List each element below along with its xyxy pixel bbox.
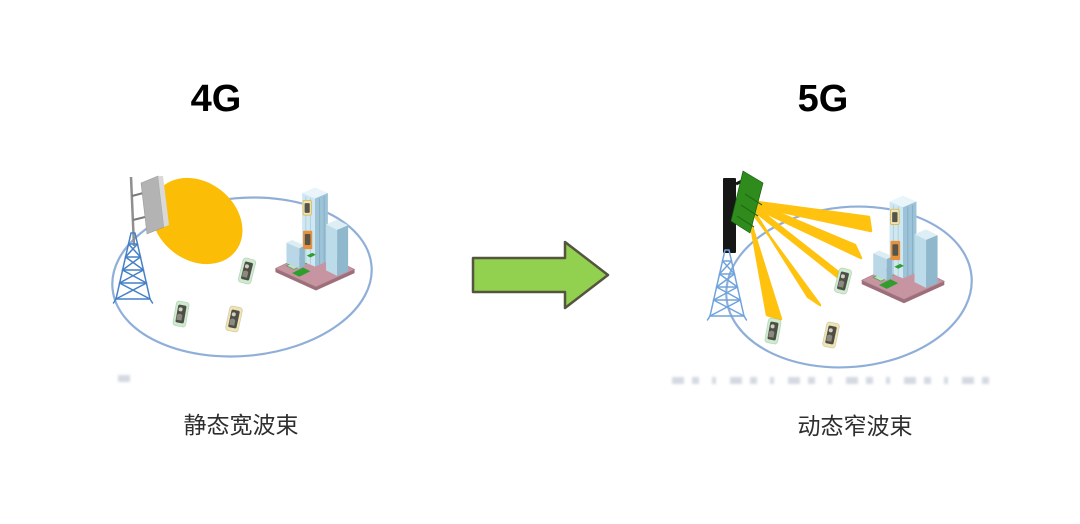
narrow-beams	[743, 199, 873, 321]
cell-tower-icon	[112, 232, 154, 304]
phone-icon	[224, 304, 244, 334]
phone-icon	[763, 317, 783, 345]
right-caption: 动态窄波束	[797, 413, 913, 439]
phone-icon	[237, 256, 257, 286]
building-icon	[274, 187, 356, 292]
5g-base-station	[706, 170, 764, 321]
antenna-panel-edge	[158, 176, 169, 227]
faint-watermark-artifact	[672, 377, 1000, 384]
building-icon	[861, 195, 945, 304]
right-panel-title: 5G	[797, 78, 849, 120]
faint-watermark-artifact	[118, 375, 134, 382]
5g-diagram	[706, 170, 973, 369]
coverage-ellipse	[725, 205, 973, 369]
right-arrow-icon	[471, 240, 610, 310]
left-caption: 静态宽波束	[183, 412, 299, 438]
left-panel-title: 4G	[190, 78, 242, 120]
transition-arrow	[471, 240, 610, 310]
mimo-panel-stripes	[736, 193, 763, 228]
4g-diagram	[111, 175, 373, 358]
antenna-mast-pole	[129, 176, 136, 247]
coverage-ellipse	[111, 196, 373, 358]
phone-icon	[821, 320, 841, 350]
mast-panel	[723, 178, 736, 253]
wide-beam-shape	[151, 177, 243, 265]
4g-base-station	[112, 175, 169, 304]
phone-icon	[171, 300, 191, 328]
